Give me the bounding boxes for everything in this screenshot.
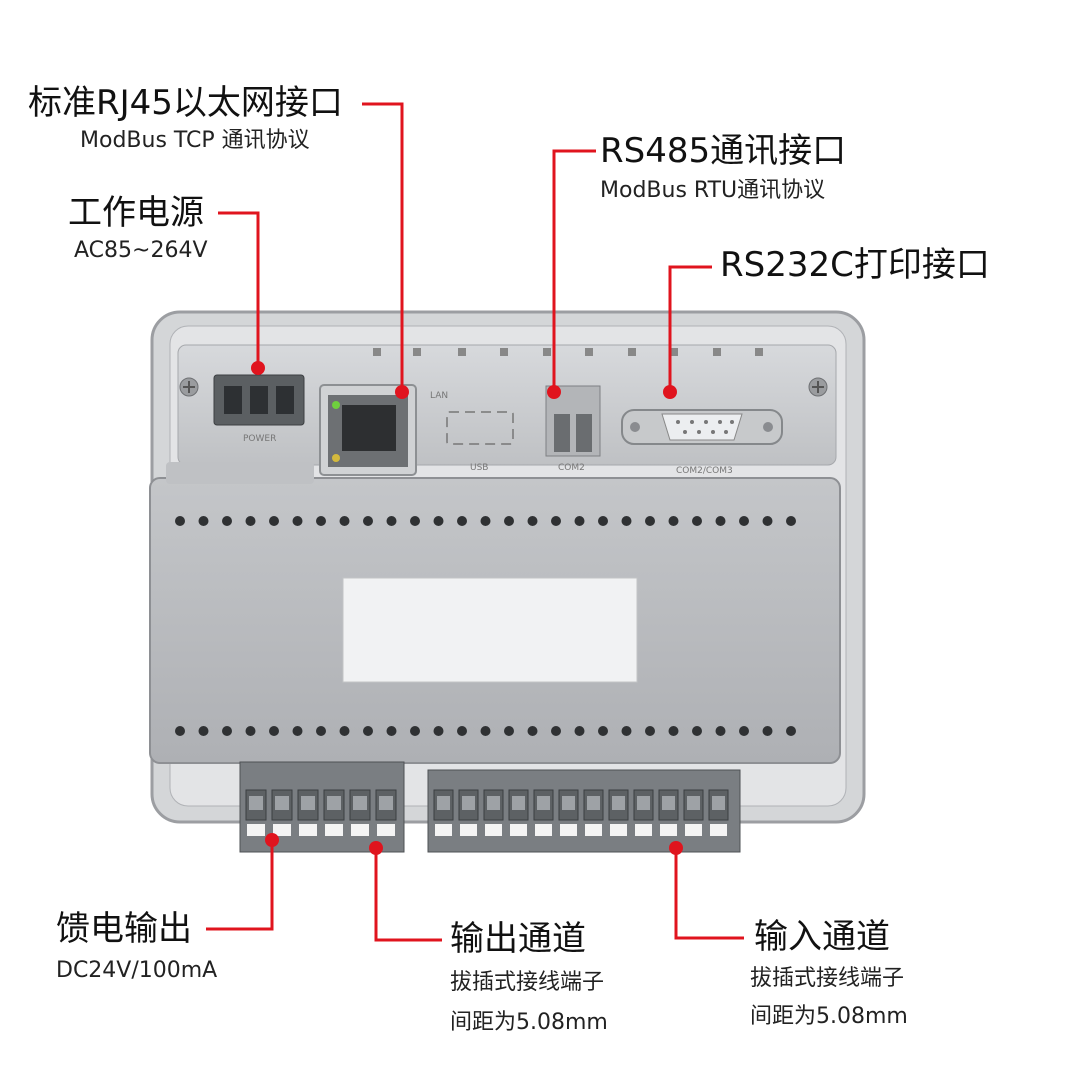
- rs485-title: RS485通讯接口: [600, 131, 847, 171]
- input-line1: 拔插式接线端子: [750, 966, 905, 991]
- input-line2: 间距为5.08mm: [750, 1004, 908, 1029]
- vent-holes: [175, 516, 796, 736]
- power-subtitle: AC85~264V: [74, 238, 208, 263]
- leader-output: [374, 848, 442, 942]
- leader-rs232: [668, 265, 712, 392]
- ethernet-title: 标准RJ45以太网接口: [28, 83, 343, 123]
- input-terminal-block: [427, 769, 741, 853]
- power-title: 工作电源: [68, 193, 204, 233]
- leader-power: [218, 211, 260, 368]
- leader-ethernet: [362, 102, 404, 392]
- leader-dots: [251, 361, 683, 855]
- rs485-terminal-icon: [545, 385, 601, 457]
- top-vents: [373, 348, 763, 356]
- db9-port-icon: [621, 409, 783, 445]
- output-terminal-block: [239, 761, 405, 853]
- rj45-port-icon: [319, 384, 417, 476]
- com2-panel-label: COM2: [558, 463, 585, 473]
- output-line1: 拔插式接线端子: [450, 970, 605, 995]
- leader-lines: [206, 102, 744, 942]
- rs485-subtitle: ModBus RTU通讯协议: [600, 178, 826, 203]
- leader-feed: [206, 840, 274, 931]
- ethernet-subtitle: ModBus TCP 通讯协议: [80, 128, 310, 153]
- feed-subtitle: DC24V/100mA: [56, 958, 218, 983]
- screw-icon: [808, 377, 828, 397]
- label-plate: [342, 577, 638, 683]
- lan-panel-label: LAN: [430, 391, 448, 401]
- usb-panel-label: USB: [470, 463, 488, 473]
- power-terminal-icon: [213, 374, 305, 426]
- power-panel-label: POWER: [243, 434, 276, 444]
- com3-panel-label: COM2/COM3: [676, 466, 733, 476]
- leader-input: [674, 848, 744, 940]
- input-title: 输入通道: [754, 917, 890, 957]
- screw-icon: [179, 377, 199, 397]
- output-title: 输出通道: [450, 919, 586, 959]
- output-line2: 间距为5.08mm: [450, 1010, 608, 1035]
- feed-title: 馈电输出: [56, 909, 192, 949]
- leader-rs485: [552, 149, 596, 392]
- rs232-title: RS232C打印接口: [720, 245, 990, 285]
